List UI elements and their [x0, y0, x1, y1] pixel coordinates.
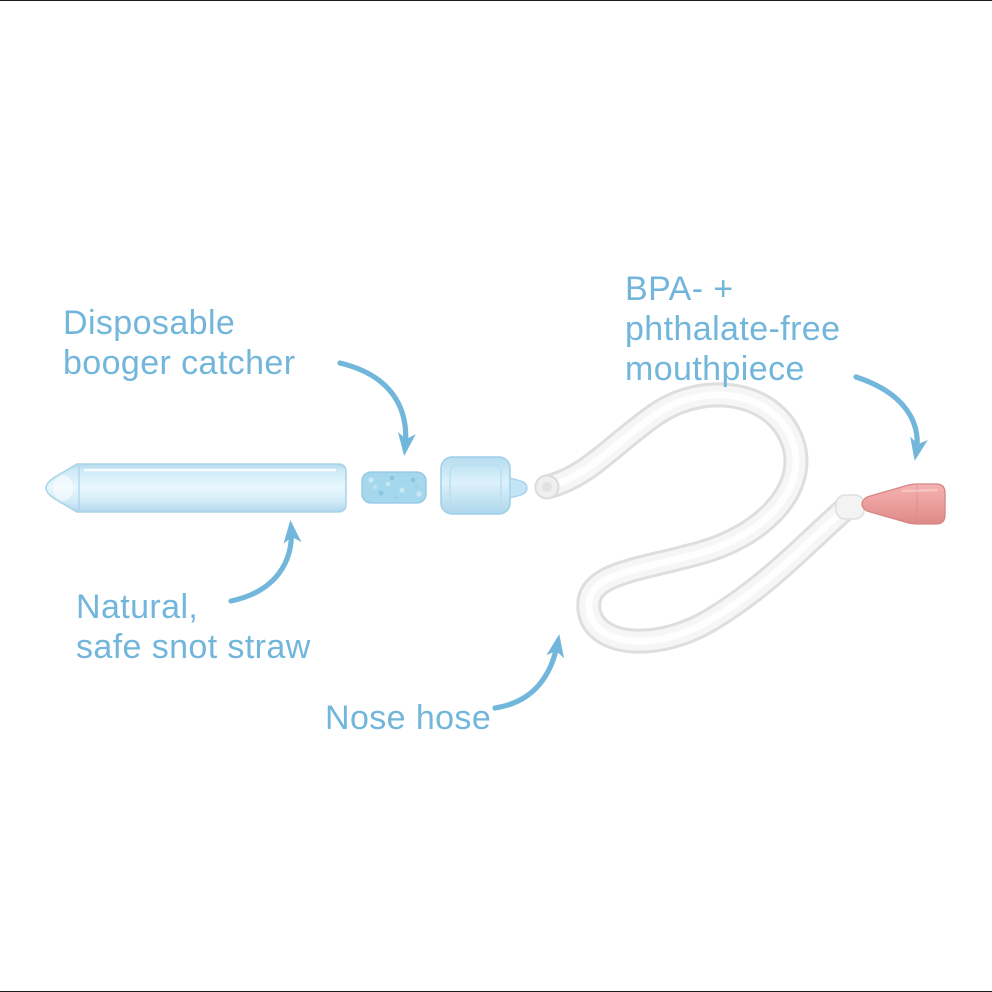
label-line: safe snot straw: [76, 628, 311, 666]
label-line: mouthpiece: [625, 350, 805, 388]
arrow-snot-straw: [228, 520, 302, 604]
label-mouthpiece: BPA- + phthalate-free mouthpiece: [625, 269, 840, 389]
arrow-nose-hose: [492, 634, 565, 711]
mouthpiece: [861, 483, 946, 525]
arrow-mouthpiece: [853, 374, 928, 461]
cap-connector: [440, 456, 528, 515]
label-line: Nose hose: [325, 699, 492, 737]
label-snot-straw: Natural, safe snot straw: [76, 587, 311, 667]
label-line: booger catcher: [63, 344, 296, 382]
foam-texture: [368, 475, 422, 501]
label-line: phthalate-free: [625, 310, 841, 348]
foam-filter: [361, 471, 427, 504]
snot-straw: [45, 463, 347, 513]
nose-hose-tube: [534, 382, 865, 654]
label-line: Natural,: [76, 588, 199, 626]
arrow-booger-catcher: [337, 360, 416, 456]
label-nose-hose: Nose hose: [325, 698, 491, 738]
label-line: Disposable: [63, 304, 236, 342]
label-booger-catcher: Disposable booger catcher: [63, 303, 295, 383]
label-line: BPA- +: [625, 270, 734, 308]
